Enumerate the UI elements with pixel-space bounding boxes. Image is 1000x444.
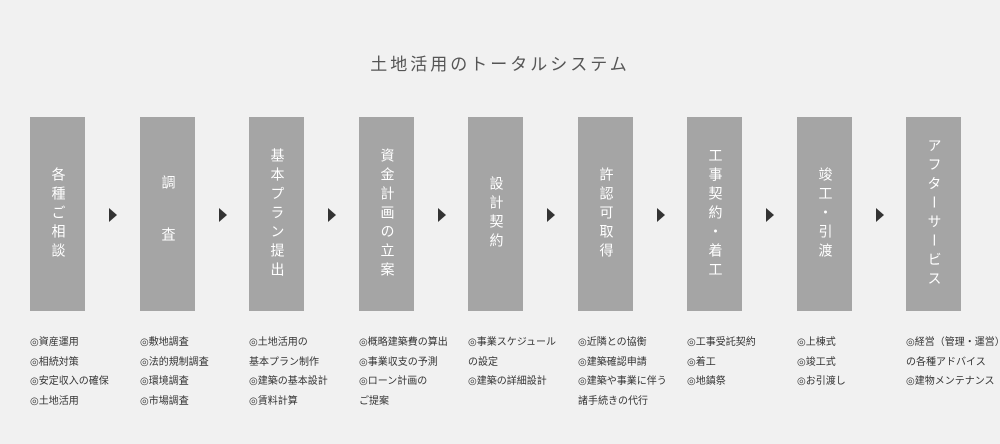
arrow-right-icon <box>766 208 774 222</box>
step-details-9: ◎経営（管理・運営） の各種アドバイス ◎建物メンテナンス <box>906 333 1000 392</box>
step-details-6: ◎近隣との協衡 ◎建築確認申請 ◎建築や事業に伴う諸手続きの代行 <box>578 333 688 411</box>
step-detail-line: ◎上棟式 <box>797 337 836 348</box>
step-box-3: 基本プラン提出 <box>249 117 304 311</box>
step-details-5: ◎事業スケジュールの設定 ◎建築の詳細設計 <box>468 333 578 392</box>
step-box-2: 調 査 <box>140 117 195 311</box>
step-label: 資金計画の立案 <box>378 147 395 281</box>
step-label: 各種ご相談 <box>49 166 66 262</box>
arrow-right-icon <box>109 208 117 222</box>
step-detail-line: ◎建築の詳細設計 <box>468 376 547 387</box>
step-detail-line: ◎工事受託契約 <box>687 337 756 348</box>
step-details-1: ◎資産運用 ◎相続対策 ◎安定収入の確保 ◎土地活用 <box>30 333 140 411</box>
step-detail-line: 基本プラン制作 <box>249 356 319 368</box>
step-details-8: ◎上棟式 ◎竣工式 ◎お引渡し <box>797 333 907 392</box>
step-label: 許認可取得 <box>597 166 614 262</box>
step-detail-line: ◎近隣との協衡 <box>578 337 647 348</box>
step-detail-line: ◎建築や事業に伴う <box>578 376 667 387</box>
step-label: 基本プラン提出 <box>268 147 285 281</box>
step-box-5: 設計契約 <box>468 117 523 311</box>
step-label: 竣工・引渡 <box>816 166 833 262</box>
step-detail-line: ◎着工 <box>687 356 716 368</box>
step-detail-line: ◎事業スケジュール <box>468 337 557 348</box>
step-detail-line: ◎経営（管理・運営） <box>906 337 1000 348</box>
step-detail-line: ◎建物メンテナンス <box>906 376 995 387</box>
step-detail-line: ◎ローン計画の <box>359 376 428 387</box>
step-detail-line: ◎建築の基本設計 <box>249 376 328 387</box>
arrow-right-icon <box>328 208 336 222</box>
step-detail-line: ◎安定収入の確保 <box>30 376 109 387</box>
step-box-1: 各種ご相談 <box>30 117 85 311</box>
step-detail-line: ◎市場調査 <box>140 395 189 407</box>
step-detail-line: ◎建築確認申請 <box>578 356 647 368</box>
step-detail-line: の設定 <box>468 356 498 368</box>
step-detail-line: 諸手続きの代行 <box>578 395 648 407</box>
step-detail-line: ◎地鎮祭 <box>687 376 726 387</box>
step-detail-line: ご提案 <box>359 395 389 407</box>
step-box-7: 工事契約・着工 <box>687 117 742 311</box>
step-detail-line: ◎法的規制調査 <box>140 356 209 368</box>
step-label: 調 査 <box>159 175 176 253</box>
arrow-right-icon <box>876 208 884 222</box>
step-details-7: ◎工事受託契約 ◎着工 ◎地鎮祭 <box>687 333 797 392</box>
step-detail-line: ◎概略建築費の算出 <box>359 337 448 348</box>
step-label: 工事契約・着工 <box>706 147 723 281</box>
step-detail-line: ◎敷地調査 <box>140 337 189 348</box>
arrow-right-icon <box>438 208 446 222</box>
step-detail-line: ◎賃料計算 <box>249 395 298 407</box>
step-detail-line: の各種アドバイス <box>906 356 986 368</box>
page-title: 土地活用のトータルシステム <box>370 55 630 75</box>
step-detail-line: ◎お引渡し <box>797 376 846 387</box>
step-details-4: ◎概略建築費の算出 ◎事業収支の予測 ◎ローン計画のご提案 <box>359 333 469 411</box>
step-detail-line: ◎土地活用の <box>249 337 308 348</box>
step-details-2: ◎敷地調査 ◎法的規制調査 ◎環境調査 ◎市場調査 <box>140 333 250 411</box>
step-label: アフターサービス <box>925 138 942 290</box>
step-label: 設計契約 <box>487 176 504 252</box>
step-box-4: 資金計画の立案 <box>359 117 414 311</box>
arrow-right-icon <box>657 208 665 222</box>
step-details-3: ◎土地活用の基本プラン制作 ◎建築の基本設計 ◎賃料計算 <box>249 333 359 411</box>
step-detail-line: ◎環境調査 <box>140 376 189 387</box>
step-box-8: 竣工・引渡 <box>797 117 852 311</box>
arrow-right-icon <box>547 208 555 222</box>
arrow-right-icon <box>219 208 227 222</box>
step-box-9: アフターサービス <box>906 117 961 311</box>
step-detail-line: ◎土地活用 <box>30 395 79 407</box>
step-detail-line: ◎事業収支の予測 <box>359 356 438 368</box>
step-detail-line: ◎竣工式 <box>797 356 836 368</box>
step-detail-line: ◎相続対策 <box>30 356 79 368</box>
step-box-6: 許認可取得 <box>578 117 633 311</box>
step-detail-line: ◎資産運用 <box>30 337 79 348</box>
